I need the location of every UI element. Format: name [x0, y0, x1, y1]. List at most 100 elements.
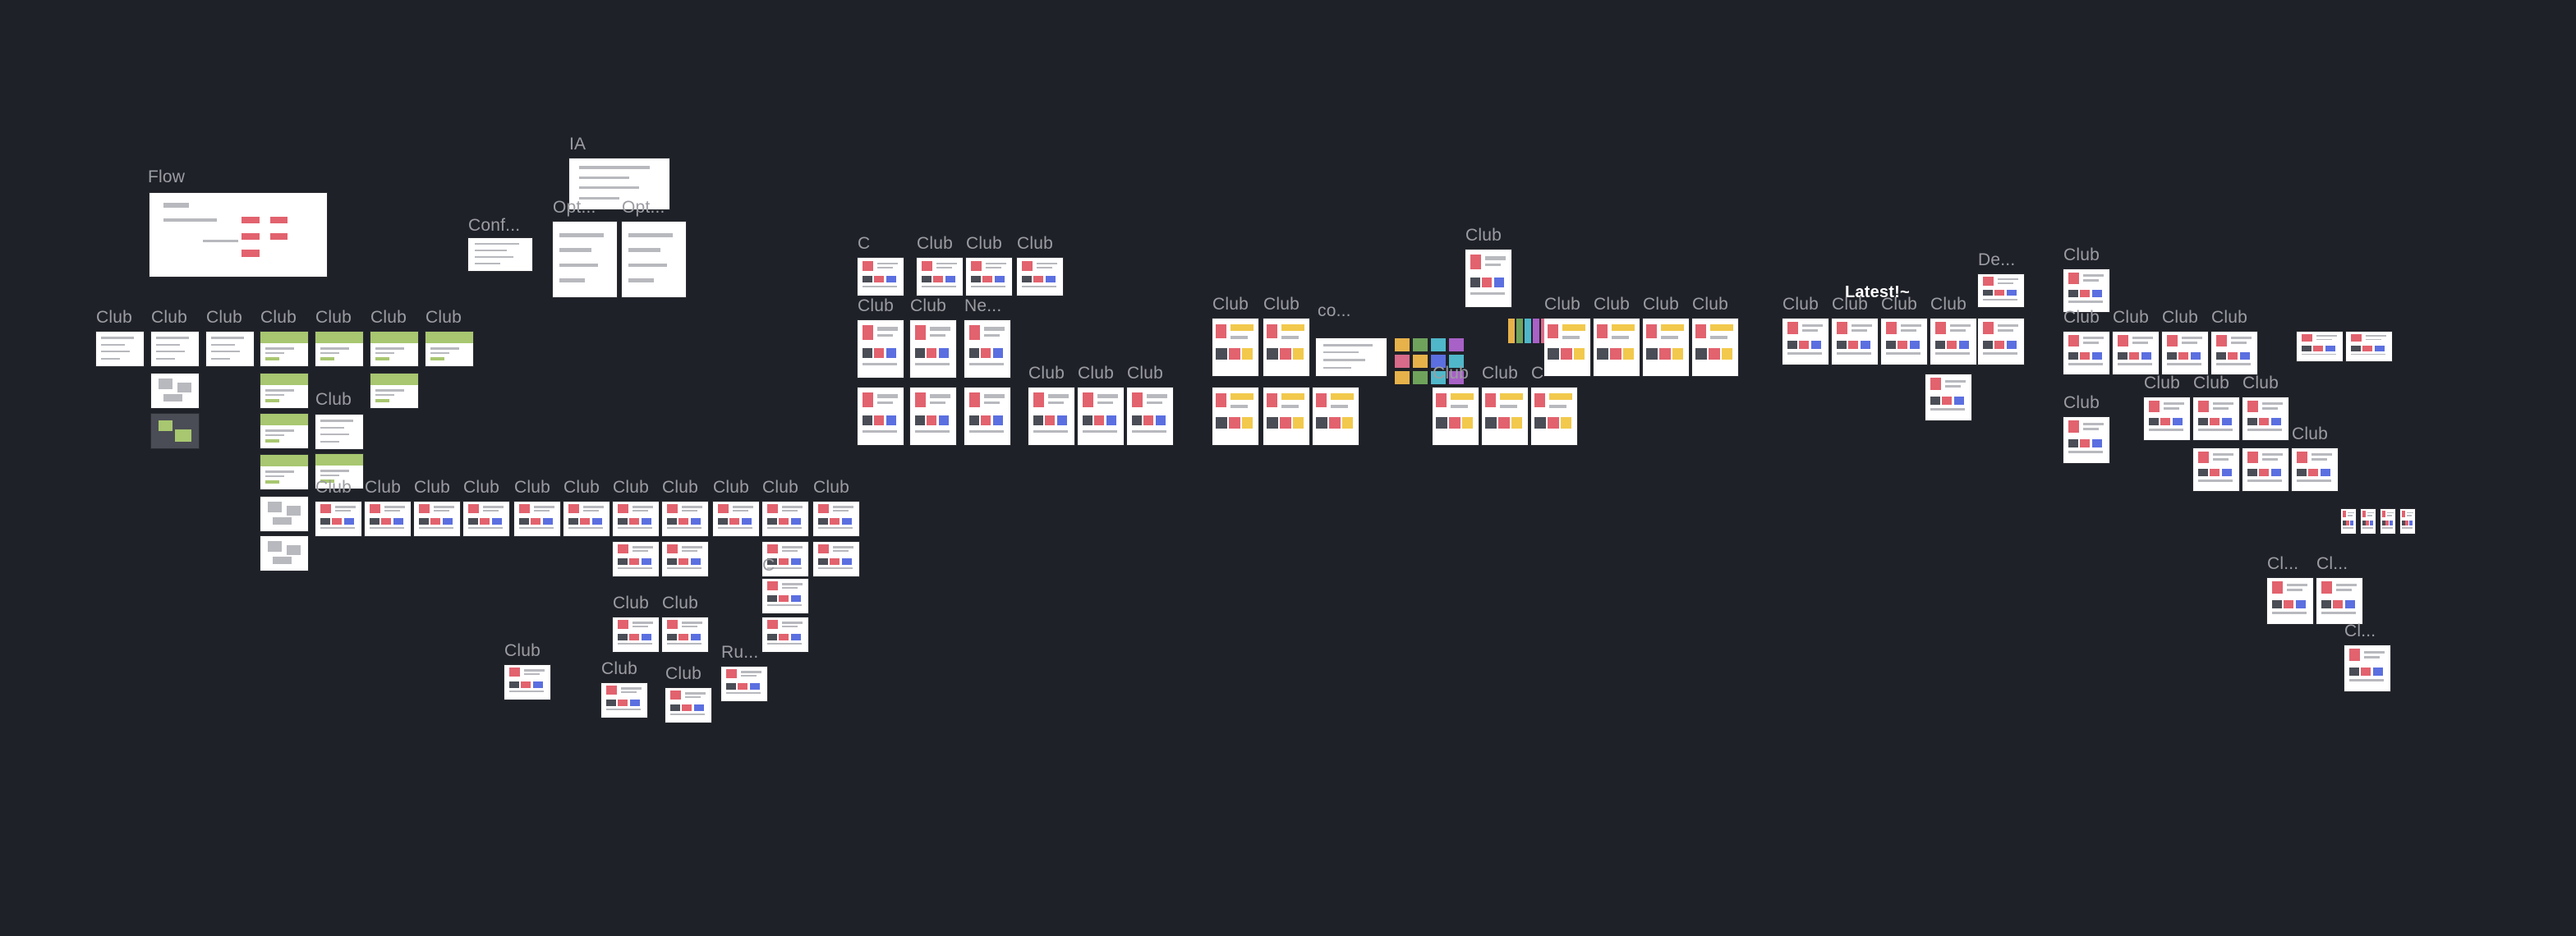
frame-label-opt[interactable]: Opt...: [622, 198, 665, 217]
design-frame[interactable]: [468, 238, 532, 271]
design-frame[interactable]: [2297, 332, 2343, 361]
frame-label-club[interactable]: Club: [414, 478, 450, 497]
frame-label-club[interactable]: Club: [2193, 374, 2229, 392]
frame-label-flow[interactable]: Flow: [148, 167, 186, 186]
design-frame[interactable]: [1881, 319, 1927, 365]
design-frame[interactable]: [1127, 388, 1173, 445]
frame-label-club[interactable]: Club: [1127, 364, 1163, 383]
frame-label-co[interactable]: co...: [1318, 301, 1351, 320]
design-frame[interactable]: [1465, 250, 1511, 307]
design-frame[interactable]: [260, 414, 308, 448]
design-frame[interactable]: [813, 502, 859, 536]
frame-label-club[interactable]: Club: [613, 594, 649, 613]
design-frame[interactable]: [514, 502, 560, 536]
frame-label-club[interactable]: Club: [665, 664, 702, 683]
frame-label-club[interactable]: Club: [564, 478, 600, 497]
design-frame[interactable]: [2242, 448, 2288, 491]
frame-label-club[interactable]: Club: [2242, 374, 2279, 392]
design-frame[interactable]: [613, 617, 659, 652]
design-frame[interactable]: [2380, 509, 2395, 534]
design-frame[interactable]: [1433, 388, 1479, 445]
design-frame[interactable]: [414, 502, 460, 536]
frame-label-club[interactable]: Club: [504, 641, 540, 660]
design-frame[interactable]: [2267, 578, 2313, 624]
design-frame[interactable]: [662, 502, 708, 536]
design-frame[interactable]: [1544, 319, 1590, 376]
design-frame[interactable]: [1316, 338, 1387, 376]
design-frame[interactable]: [1263, 388, 1309, 445]
frame-label-club[interactable]: Club: [2113, 308, 2149, 327]
design-frame[interactable]: [601, 683, 647, 718]
design-frame[interactable]: [260, 536, 308, 571]
design-frame[interactable]: [2162, 332, 2208, 374]
design-frame[interactable]: [504, 665, 550, 700]
design-frame[interactable]: [426, 332, 473, 366]
design-frame[interactable]: [315, 332, 363, 366]
frame-label-club[interactable]: Club: [96, 308, 132, 327]
design-frame[interactable]: [2063, 332, 2109, 374]
design-frame[interactable]: [613, 542, 659, 576]
design-frame[interactable]: [813, 542, 859, 576]
color-swatch[interactable]: [1395, 338, 1410, 351]
design-frame[interactable]: [2242, 397, 2288, 440]
color-swatch[interactable]: [1413, 371, 1428, 384]
design-frame[interactable]: [1692, 319, 1738, 376]
frame-label-club[interactable]: Club: [1263, 295, 1300, 314]
design-frame[interactable]: [1925, 374, 1971, 420]
color-swatch[interactable]: [1508, 319, 1515, 343]
frame-label-club[interactable]: Club: [151, 308, 187, 327]
frame-label-club[interactable]: Club: [662, 594, 698, 613]
design-frame[interactable]: [463, 502, 509, 536]
color-swatch[interactable]: [1449, 338, 1464, 351]
design-frame[interactable]: [553, 222, 617, 297]
frame-label-club[interactable]: Club: [1465, 226, 1502, 245]
frame-label-ne[interactable]: Ne...: [964, 296, 1002, 315]
color-swatch[interactable]: [1413, 355, 1428, 368]
design-frame[interactable]: [1263, 319, 1309, 376]
design-frame[interactable]: [1643, 319, 1689, 376]
design-frame[interactable]: [662, 617, 708, 652]
design-frame[interactable]: [762, 502, 808, 536]
design-frame[interactable]: [1017, 258, 1063, 296]
design-frame[interactable]: [96, 332, 144, 366]
design-frame[interactable]: [1078, 388, 1124, 445]
design-frame[interactable]: [713, 502, 759, 536]
frame-label-c[interactable]: C: [1531, 364, 1544, 383]
frame-label-club[interactable]: Club: [1832, 295, 1868, 314]
frame-label-club[interactable]: Club: [206, 308, 242, 327]
color-swatch[interactable]: [1516, 319, 1523, 343]
design-frame[interactable]: [665, 688, 711, 723]
design-frame[interactable]: [315, 454, 363, 489]
frame-label-cl[interactable]: Cl...: [2267, 554, 2299, 573]
frame-label-cl[interactable]: Cl...: [2316, 554, 2348, 573]
design-frame[interactable]: [1531, 388, 1577, 445]
design-frame[interactable]: [910, 320, 956, 378]
design-frame[interactable]: [2211, 332, 2257, 374]
frame-label-club[interactable]: Club: [1017, 234, 1053, 253]
frame-label-club[interactable]: Club: [315, 390, 352, 409]
design-frame[interactable]: [206, 332, 254, 366]
design-frame[interactable]: [762, 579, 808, 613]
design-frame[interactable]: [2063, 269, 2109, 312]
frame-label-club[interactable]: Club: [1482, 364, 1518, 383]
design-frame[interactable]: [1930, 319, 1976, 365]
color-swatch[interactable]: [1431, 355, 1446, 368]
frame-label-cl[interactable]: Cl...: [2344, 622, 2376, 640]
design-frame[interactable]: [151, 414, 199, 448]
frame-label-club[interactable]: Club: [662, 478, 698, 497]
design-frame[interactable]: [2316, 578, 2362, 624]
design-frame[interactable]: [2346, 332, 2392, 361]
color-swatch[interactable]: [1413, 338, 1428, 351]
frame-label-club[interactable]: Club: [1930, 295, 1966, 314]
frame-label-club[interactable]: Club: [2063, 245, 2100, 264]
design-frame[interactable]: [2361, 509, 2376, 534]
frame-label-club[interactable]: Club: [2292, 424, 2328, 443]
frame-label-club[interactable]: Club: [1212, 295, 1249, 314]
frame-label-ia[interactable]: IA: [569, 135, 586, 154]
frame-label-club[interactable]: Club: [2162, 308, 2198, 327]
frame-label-club[interactable]: Club: [315, 478, 352, 497]
design-frame[interactable]: [1028, 388, 1074, 445]
frame-label-club[interactable]: Club: [1544, 295, 1580, 314]
design-frame[interactable]: [1978, 319, 2024, 365]
